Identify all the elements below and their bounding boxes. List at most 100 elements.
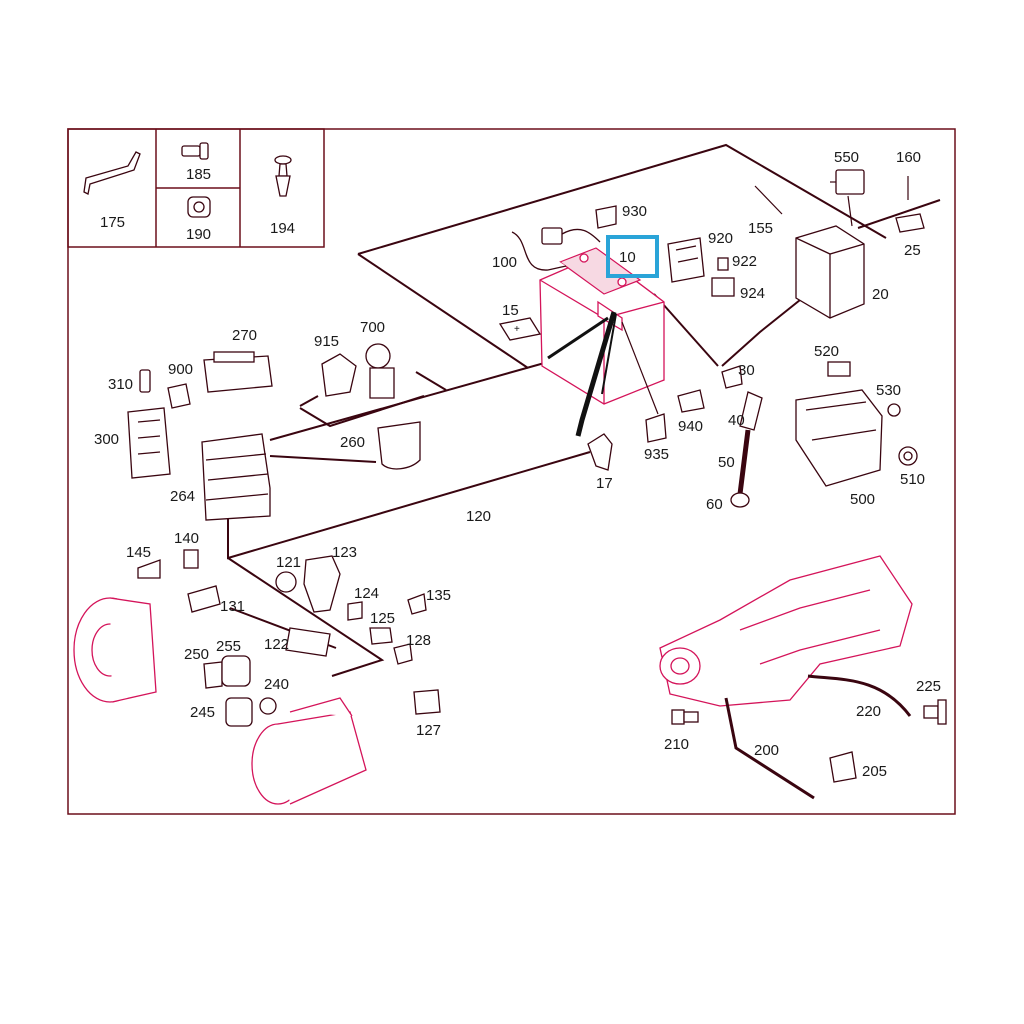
clip-922-part[interactable] (717, 257, 729, 271)
label-530: 530 (876, 382, 901, 399)
bolt-210-part[interactable] (671, 709, 699, 725)
label-175: 175 (100, 214, 125, 231)
hose-50-part[interactable] (737, 429, 751, 495)
label-160: 160 (896, 149, 921, 166)
label-15: 15 (502, 302, 519, 319)
label-124: 124 (354, 585, 379, 602)
label-245: 245 (190, 704, 215, 721)
starter-part (251, 697, 367, 805)
pin-310-part[interactable] (139, 369, 151, 393)
cover-935-part[interactable] (645, 413, 667, 443)
nut-240-part[interactable] (259, 697, 277, 715)
label-127: 127 (416, 722, 441, 739)
label-140: 140 (174, 530, 199, 547)
label-50: 50 (718, 454, 735, 471)
horn-700-part[interactable] (365, 343, 395, 399)
label-194: 194 (270, 220, 295, 237)
cable-220-part[interactable] (807, 674, 912, 717)
grommet-30-part[interactable] (721, 365, 743, 389)
cover-123-part[interactable] (303, 555, 341, 613)
label-924: 924 (740, 285, 765, 302)
label-922: 922 (732, 253, 757, 270)
label-20: 20 (872, 286, 889, 303)
relay-121-part[interactable] (275, 571, 297, 593)
cable-100-part[interactable] (511, 227, 601, 271)
cover-15-part[interactable] (498, 317, 542, 341)
bracket-940-part[interactable] (677, 389, 705, 413)
fuse-holder-260-part[interactable] (377, 421, 421, 470)
clip-194-part[interactable] (274, 155, 292, 197)
label-210: 210 (664, 736, 689, 753)
transmission-part (659, 555, 913, 707)
nut-190-part[interactable] (187, 196, 211, 218)
aux-battery-20-part[interactable] (795, 225, 865, 319)
label-250: 250 (184, 646, 209, 663)
label-135: 135 (426, 587, 451, 604)
holder-920-part[interactable] (667, 237, 705, 283)
bolt-225-part[interactable] (923, 699, 947, 725)
cover-122-part[interactable] (285, 627, 331, 657)
battery-cable-3 (601, 313, 617, 395)
bracket-205-part[interactable] (829, 751, 857, 783)
sam-264-part[interactable] (201, 433, 271, 521)
label-920: 920 (708, 230, 733, 247)
cable-200-part[interactable] (724, 697, 815, 800)
label-255: 255 (216, 638, 241, 655)
label-205: 205 (862, 763, 887, 780)
nut-510-part[interactable] (898, 446, 918, 466)
plug-530-part[interactable] (887, 403, 901, 417)
clip-127-part[interactable] (413, 689, 441, 715)
label-550: 550 (834, 149, 859, 166)
terminal-25-part[interactable] (895, 213, 925, 233)
nut-125-part[interactable] (369, 627, 393, 645)
module-300-part[interactable] (127, 407, 171, 479)
sensor-915-part[interactable] (321, 353, 357, 397)
label-10: 10 (619, 249, 636, 266)
label-128: 128 (406, 632, 431, 649)
relay-550-part[interactable] (830, 169, 865, 195)
bracket-900-part[interactable] (167, 383, 191, 409)
bracket-500-part[interactable] (795, 389, 883, 487)
alternator-part (73, 597, 157, 703)
bracket-145-part[interactable] (137, 559, 161, 579)
svg-text:+: + (514, 324, 520, 335)
label-940: 940 (678, 418, 703, 435)
label-131: 131 (220, 598, 245, 615)
sleeve-255-part[interactable] (221, 655, 251, 687)
bolt-185-part[interactable] (181, 142, 209, 160)
label-510: 510 (900, 471, 925, 488)
diagram-frame (67, 128, 956, 815)
label-225: 225 (916, 678, 941, 695)
terminal-17-part[interactable] (587, 433, 613, 471)
sleeve-245-part[interactable] (225, 697, 253, 727)
label-122: 122 (264, 636, 289, 653)
grommet-60-part[interactable] (730, 492, 750, 508)
bracket-135-part[interactable] (407, 593, 427, 615)
hose-40-part[interactable] (739, 391, 763, 431)
label-500: 500 (850, 491, 875, 508)
label-935: 935 (644, 446, 669, 463)
label-270: 270 (232, 327, 257, 344)
battery-cable-2 (547, 316, 609, 360)
battery-10-part[interactable] (539, 247, 665, 405)
clip-128-part[interactable] (393, 643, 413, 665)
label-200: 200 (754, 742, 779, 759)
cover-930-part[interactable] (595, 205, 617, 229)
clip-140-part[interactable] (183, 549, 199, 569)
battery-cable (575, 311, 617, 437)
clip-124-part[interactable] (347, 601, 363, 621)
bracket-131-part[interactable] (187, 585, 221, 613)
label-310: 310 (108, 376, 133, 393)
label-121: 121 (276, 554, 301, 571)
bracket-175-part[interactable] (83, 151, 141, 195)
label-60: 60 (706, 496, 723, 513)
fuse-924-part[interactable] (711, 277, 735, 297)
fuse-box-270-part[interactable] (203, 351, 273, 393)
highlight-box-10 (606, 235, 659, 278)
label-260: 260 (340, 434, 365, 451)
nut-250-part[interactable] (203, 661, 223, 689)
hardware-box (67, 128, 325, 248)
fuse-520-part[interactable] (827, 361, 851, 377)
label-30: 30 (738, 362, 755, 379)
label-155: 155 (748, 220, 773, 237)
